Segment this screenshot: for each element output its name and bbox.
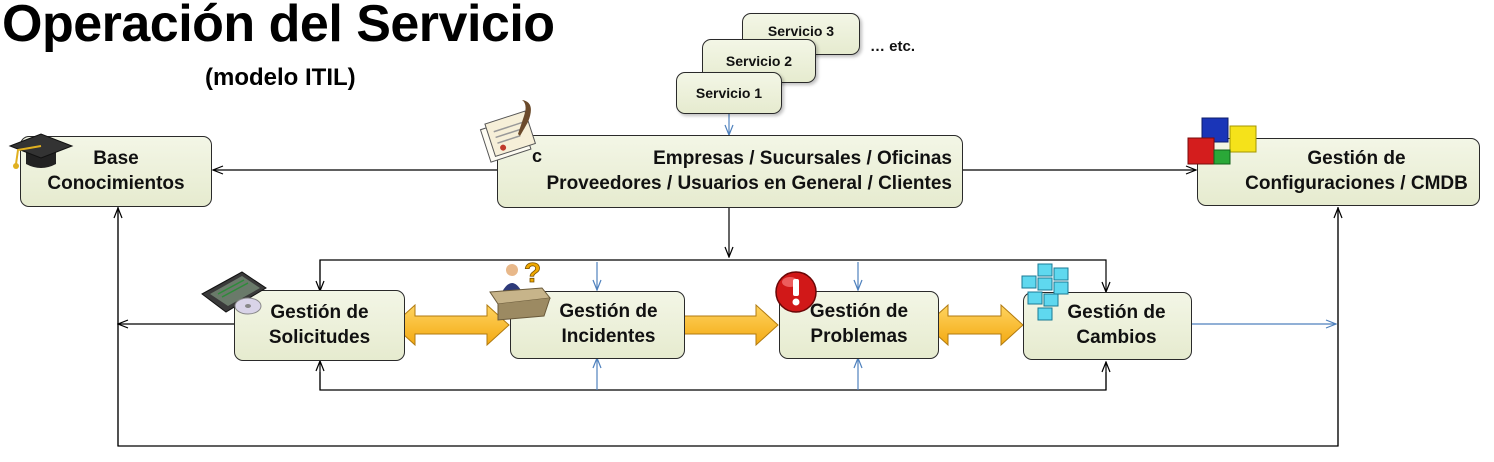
person-desk-question-icon: ? — [489, 258, 551, 321]
requests-line2: Solicitudes — [268, 326, 371, 348]
center-line1: Empresas / Sucursales / Oficinas — [653, 147, 952, 169]
requests-mgmt-box: Gestión de Solicitudes — [234, 290, 405, 361]
requests-line1: Gestión de — [270, 301, 369, 323]
cyan-puzzle-icon — [1021, 263, 1069, 321]
incidents-line2: Incidentes — [561, 326, 656, 347]
diagram-subtitle: (modelo ITIL) — [205, 64, 356, 91]
svg-text:c: c — [532, 146, 542, 166]
double-arrow-problems-changes — [925, 303, 1024, 347]
knowledge-base-line1: Base — [93, 147, 139, 169]
problems-mgmt-box: Gestión de Problemas — [779, 291, 939, 359]
changes-line1: Gestión de — [1067, 302, 1166, 324]
knowledge-base-line2: Conocimientos — [47, 172, 185, 194]
center-line2: Proveedores / Usuarios en General / Clie… — [546, 172, 953, 194]
service-3-label: Servicio 3 — [767, 23, 835, 39]
problems-line1: Gestión de — [809, 301, 909, 323]
etc-label: … etc. — [870, 38, 916, 55]
config-mgmt-line2: Configuraciones / CMDB — [1245, 173, 1468, 194]
changes-line2: Cambios — [1076, 327, 1157, 348]
problems-line2: Problemas — [810, 326, 908, 347]
service-1-box: Servicio 1 — [676, 72, 782, 114]
diagram-title: Operación del Servicio — [2, 0, 555, 53]
bottom-feedback-bracket — [319, 372, 1107, 391]
double-arrow-requests-incidents — [392, 303, 510, 347]
svg-text:?: ? — [524, 258, 541, 288]
colored-cubes-icon — [1187, 117, 1257, 165]
documents-quill-icon: c — [479, 100, 542, 166]
red-exclamation-icon — [775, 271, 817, 313]
top-distribution-bracket — [319, 259, 1106, 292]
graduation-cap-icon — [8, 133, 74, 169]
incidents-line1: Gestión de — [559, 301, 658, 323]
center-entities-box: Empresas / Sucursales / Oficinas Proveed… — [497, 135, 963, 208]
service-2-label: Servicio 2 — [725, 52, 793, 69]
tablet-cd-icon — [201, 271, 267, 315]
service-1-label: Servicio 1 — [695, 84, 763, 101]
config-mgmt-line1: Gestión de — [1307, 148, 1406, 170]
